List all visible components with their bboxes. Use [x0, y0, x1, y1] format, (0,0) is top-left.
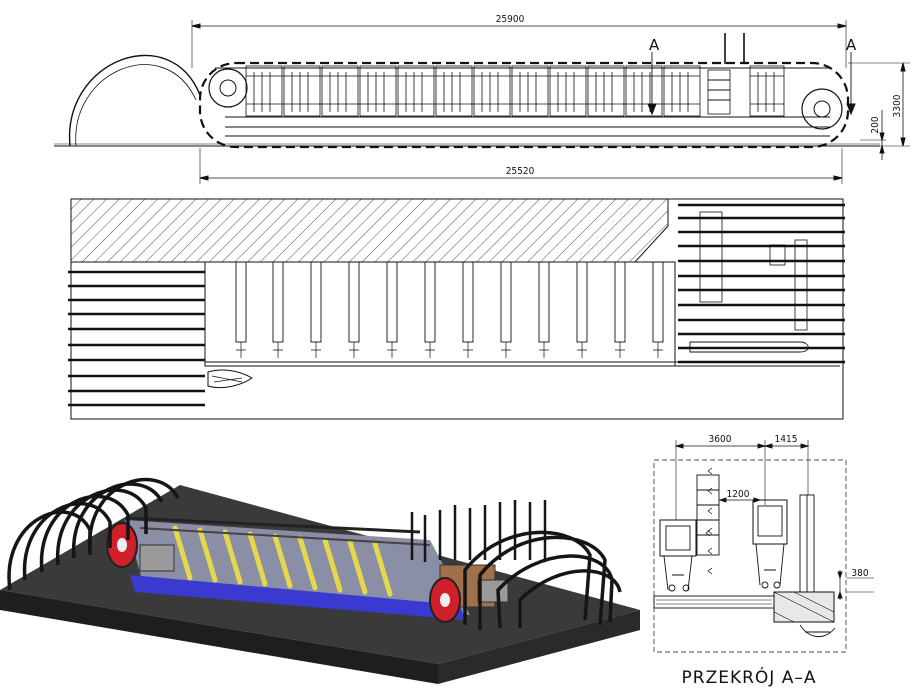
conveyor-modules: [245, 65, 785, 117]
yellow-arms: [172, 525, 393, 597]
isometric-render: [0, 477, 640, 684]
dim-base-length: 25520: [506, 166, 535, 177]
section-marker-right: A: [846, 36, 857, 54]
section-a-a-view: [653, 440, 874, 653]
plan-view: [68, 198, 845, 420]
arches-left: [7, 477, 180, 591]
dim-section-width-right: 1415: [775, 434, 798, 445]
left-rails: [68, 270, 205, 407]
plan-columns: [235, 261, 664, 343]
arches-right: [463, 530, 622, 630]
dim-base-offset: 200: [870, 116, 881, 133]
dim-overall-length: 25900: [496, 14, 525, 25]
section-title: PRZEKRÓJ A–A: [682, 666, 817, 688]
section-marker-left: A: [649, 36, 660, 54]
dim-section-width-left: 3600: [709, 434, 732, 445]
right-end-wheel: [801, 88, 843, 130]
side-elevation-view: [54, 20, 910, 184]
dim-height: 3300: [892, 94, 903, 117]
right-rails: [678, 203, 845, 364]
dim-rail-gap: 1200: [727, 489, 750, 500]
dim-floor-offset: 380: [851, 568, 868, 579]
left-end-wheel: [208, 68, 248, 108]
